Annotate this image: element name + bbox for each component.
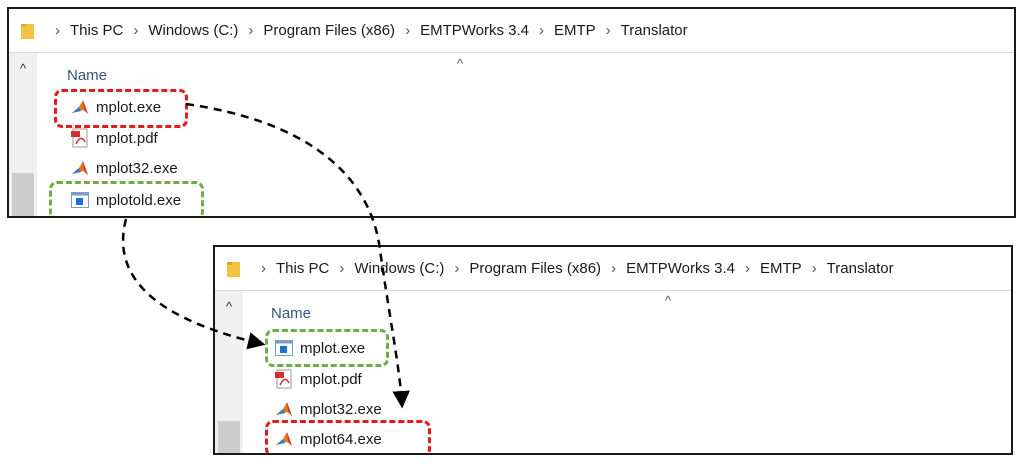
chevron-right-icon[interactable]: › bbox=[454, 260, 460, 277]
green-dashed-highlight bbox=[265, 329, 389, 367]
breadcrumb-emtp[interactable]: EMTP bbox=[553, 22, 596, 39]
chevron-right-icon[interactable]: › bbox=[339, 260, 345, 277]
chevron-right-icon: › bbox=[261, 260, 266, 277]
chevron-right-icon[interactable]: › bbox=[538, 22, 544, 39]
green-dashed-highlight bbox=[49, 181, 204, 216]
breadcrumb-program-files[interactable]: Program Files (x86) bbox=[469, 260, 602, 277]
file-row-mplot-pdf[interactable]: mplot.pdf bbox=[71, 125, 158, 151]
scrollbar-thumb[interactable] bbox=[12, 173, 34, 216]
scroll-up-arrow-icon[interactable]: ^ bbox=[19, 61, 27, 76]
vertical-scrollbar[interactable]: ^ bbox=[215, 291, 243, 453]
chevron-right-icon[interactable]: › bbox=[605, 22, 611, 39]
breadcrumb-translator[interactable]: Translator bbox=[826, 260, 894, 277]
matlab-icon bbox=[72, 161, 88, 175]
file-row-mplot-exe[interactable]: mplot.exe bbox=[71, 94, 161, 120]
explorer-window-before: › This PC › Windows (C:) › Program Files… bbox=[7, 7, 1016, 218]
file-row-mplotold-exe[interactable]: mplotold.exe bbox=[71, 187, 181, 213]
address-bar[interactable]: › This PC › Windows (C:) › Program Files… bbox=[215, 247, 1011, 291]
chevron-right-icon: › bbox=[55, 22, 60, 39]
file-row-mplot32-exe[interactable]: mplot32.exe bbox=[275, 396, 382, 422]
matlab-icon bbox=[276, 402, 292, 416]
matlab-icon bbox=[276, 432, 292, 446]
column-header-name[interactable]: Name bbox=[271, 305, 312, 322]
matlab-icon bbox=[72, 100, 88, 114]
red-dashed-highlight bbox=[265, 420, 431, 453]
breadcrumb-this-pc[interactable]: This PC bbox=[276, 260, 330, 277]
folder-icon bbox=[21, 23, 34, 39]
app-window-icon bbox=[71, 192, 89, 208]
chevron-right-icon[interactable]: › bbox=[611, 260, 617, 277]
vertical-scrollbar[interactable]: ^ bbox=[9, 53, 37, 216]
chevron-right-icon[interactable]: › bbox=[811, 260, 817, 277]
pdf-icon bbox=[275, 369, 292, 389]
file-row-mplot32-exe[interactable]: mplot32.exe bbox=[71, 155, 178, 181]
breadcrumb-emtpworks[interactable]: EMTPWorks 3.4 bbox=[420, 22, 529, 39]
folder-icon bbox=[227, 261, 240, 277]
sort-ascending-icon: ^ bbox=[665, 293, 672, 308]
breadcrumb-emtp[interactable]: EMTP bbox=[759, 260, 802, 277]
breadcrumb-windows-c[interactable]: Windows (C:) bbox=[354, 260, 445, 277]
explorer-window-after: › This PC › Windows (C:) › Program Files… bbox=[213, 245, 1013, 455]
scroll-up-arrow-icon[interactable]: ^ bbox=[225, 299, 233, 314]
breadcrumb-emtpworks[interactable]: EMTPWorks 3.4 bbox=[626, 260, 735, 277]
sort-ascending-icon: ^ bbox=[457, 56, 464, 71]
address-bar[interactable]: › This PC › Windows (C:) › Program Files… bbox=[9, 9, 1014, 53]
file-row-mplot-pdf[interactable]: mplot.pdf bbox=[275, 366, 362, 392]
pdf-icon bbox=[71, 128, 88, 148]
file-row-mplot64-exe[interactable]: mplot64.exe bbox=[275, 426, 382, 452]
breadcrumb-windows-c[interactable]: Windows (C:) bbox=[148, 22, 239, 39]
chevron-right-icon[interactable]: › bbox=[744, 260, 750, 277]
red-dashed-highlight bbox=[54, 89, 188, 128]
breadcrumb-program-files[interactable]: Program Files (x86) bbox=[263, 22, 396, 39]
scrollbar-thumb[interactable] bbox=[218, 421, 240, 453]
chevron-right-icon[interactable]: › bbox=[405, 22, 411, 39]
breadcrumb-this-pc[interactable]: This PC bbox=[70, 22, 124, 39]
breadcrumb-translator[interactable]: Translator bbox=[620, 22, 688, 39]
chevron-right-icon[interactable]: › bbox=[133, 22, 139, 39]
column-header-name[interactable]: Name bbox=[67, 67, 108, 84]
chevron-right-icon[interactable]: › bbox=[248, 22, 254, 39]
